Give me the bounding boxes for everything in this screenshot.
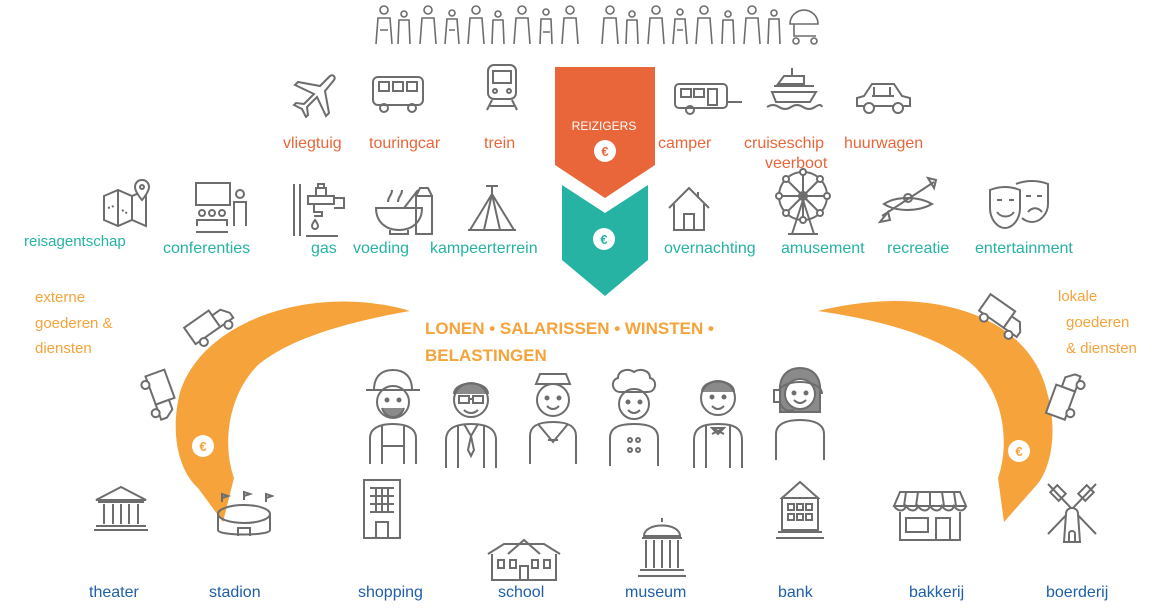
service-label-overnachting: overnachting (664, 240, 756, 257)
right-lower-truck-icon (1044, 373, 1086, 421)
right-euro-coin (1008, 440, 1030, 462)
travel-label-trein: trein (484, 135, 516, 152)
windmill-icon (1047, 483, 1097, 543)
theater-masks-icon (989, 180, 1049, 230)
left-euro-symbol: € (199, 439, 206, 454)
travel-label-veerboot: veerboot (765, 155, 828, 172)
place-label-stadion: stadion (209, 584, 261, 601)
house-icon (668, 186, 710, 231)
travelers-crowd-icon (375, 5, 819, 45)
train-icon (486, 64, 518, 111)
tent-icon (468, 185, 516, 231)
chef-icon (609, 369, 659, 466)
travelers-chevron-shape (555, 67, 655, 198)
gas-pump-icon (293, 183, 345, 237)
stadium-icon (217, 490, 274, 536)
wages-line-1: LONEN • SALARISSEN • WINSTEN • (425, 319, 714, 338)
right-flow-arc (818, 301, 1053, 522)
place-label-shopping: shopping (358, 584, 423, 601)
farmer-icon (366, 368, 420, 464)
services-euro-coin (593, 228, 615, 250)
cruise-ship-icon (766, 68, 823, 110)
travelers-euro-coin (594, 140, 616, 162)
theater-building-icon (94, 485, 148, 531)
conference-icon (195, 182, 247, 233)
place-label-boerderij: boerderij (1046, 584, 1109, 601)
bank-icon (776, 480, 824, 539)
museum-icon (638, 518, 686, 577)
camper-icon (674, 83, 742, 115)
service-label-voeding: voeding (353, 240, 410, 257)
travel-label-touringcar: touringcar (369, 135, 441, 152)
bakery-icon (892, 491, 968, 541)
kayak-icon (878, 176, 938, 224)
travel-label-huurwagen: huurwagen (844, 135, 924, 152)
travel-label-cruiseschip: cruiseschip (744, 135, 825, 152)
businessman-icon (445, 382, 497, 468)
sailor-icon (529, 373, 577, 464)
service-label-recreatie: recreatie (887, 240, 950, 257)
local-goods-line-2: goederen (1066, 314, 1130, 331)
left-flow-arc (175, 301, 410, 522)
external-goods-line-2: goederen & (35, 315, 113, 332)
travelers-chevron-label: REIZIGERS (572, 119, 637, 133)
services-euro-symbol: € (600, 232, 607, 247)
place-label-museum: museum (625, 584, 687, 601)
right-euro-symbol: € (1015, 444, 1022, 459)
service-label-entertainment: entertainment (975, 240, 1073, 257)
map-pin-icon (103, 178, 151, 228)
external-goods-line-3: diensten (35, 340, 92, 357)
right-upper-truck-icon (977, 292, 1022, 340)
service-label-amusement: amusement (781, 240, 865, 257)
ferris-wheel-icon (775, 168, 831, 235)
service-label-kampeerterrein: kampeerterrein (430, 240, 538, 257)
left-lower-truck-icon (140, 368, 176, 421)
travelers-spending-chevron: REIZIGERS € € (555, 67, 655, 296)
travel-label-camper: camper (658, 135, 712, 152)
local-goods-line-3: & diensten (1066, 340, 1137, 357)
place-label-school: school (498, 584, 545, 601)
call-center-agent-icon (773, 366, 825, 460)
left-upper-truck-icon (182, 308, 235, 347)
service-label-gas: gas (311, 240, 337, 257)
place-label-theater: theater (89, 584, 139, 601)
travel-label-vliegtuig: vliegtuig (283, 135, 342, 152)
place-label-bank: bank (778, 584, 813, 601)
coach-bus-icon (372, 76, 424, 113)
service-label-conferenties: conferenties (163, 240, 251, 257)
left-euro-coin (192, 435, 214, 457)
waiter-icon (693, 380, 743, 468)
external-goods-line-1: externe (35, 289, 86, 306)
school-icon (487, 538, 561, 581)
shopping-building-icon (363, 479, 401, 539)
car-icon (856, 83, 911, 114)
wages-line-2: BELASTINGEN (425, 346, 547, 365)
travelers-euro-symbol: € (601, 144, 608, 159)
local-goods-line-1: lokale (1058, 288, 1098, 305)
airplane-icon (292, 74, 336, 118)
place-label-bakkerij: bakkerij (909, 584, 965, 601)
food-bowl-icon (374, 187, 433, 235)
service-label-reisagentschap: reisagentschap (24, 233, 126, 250)
